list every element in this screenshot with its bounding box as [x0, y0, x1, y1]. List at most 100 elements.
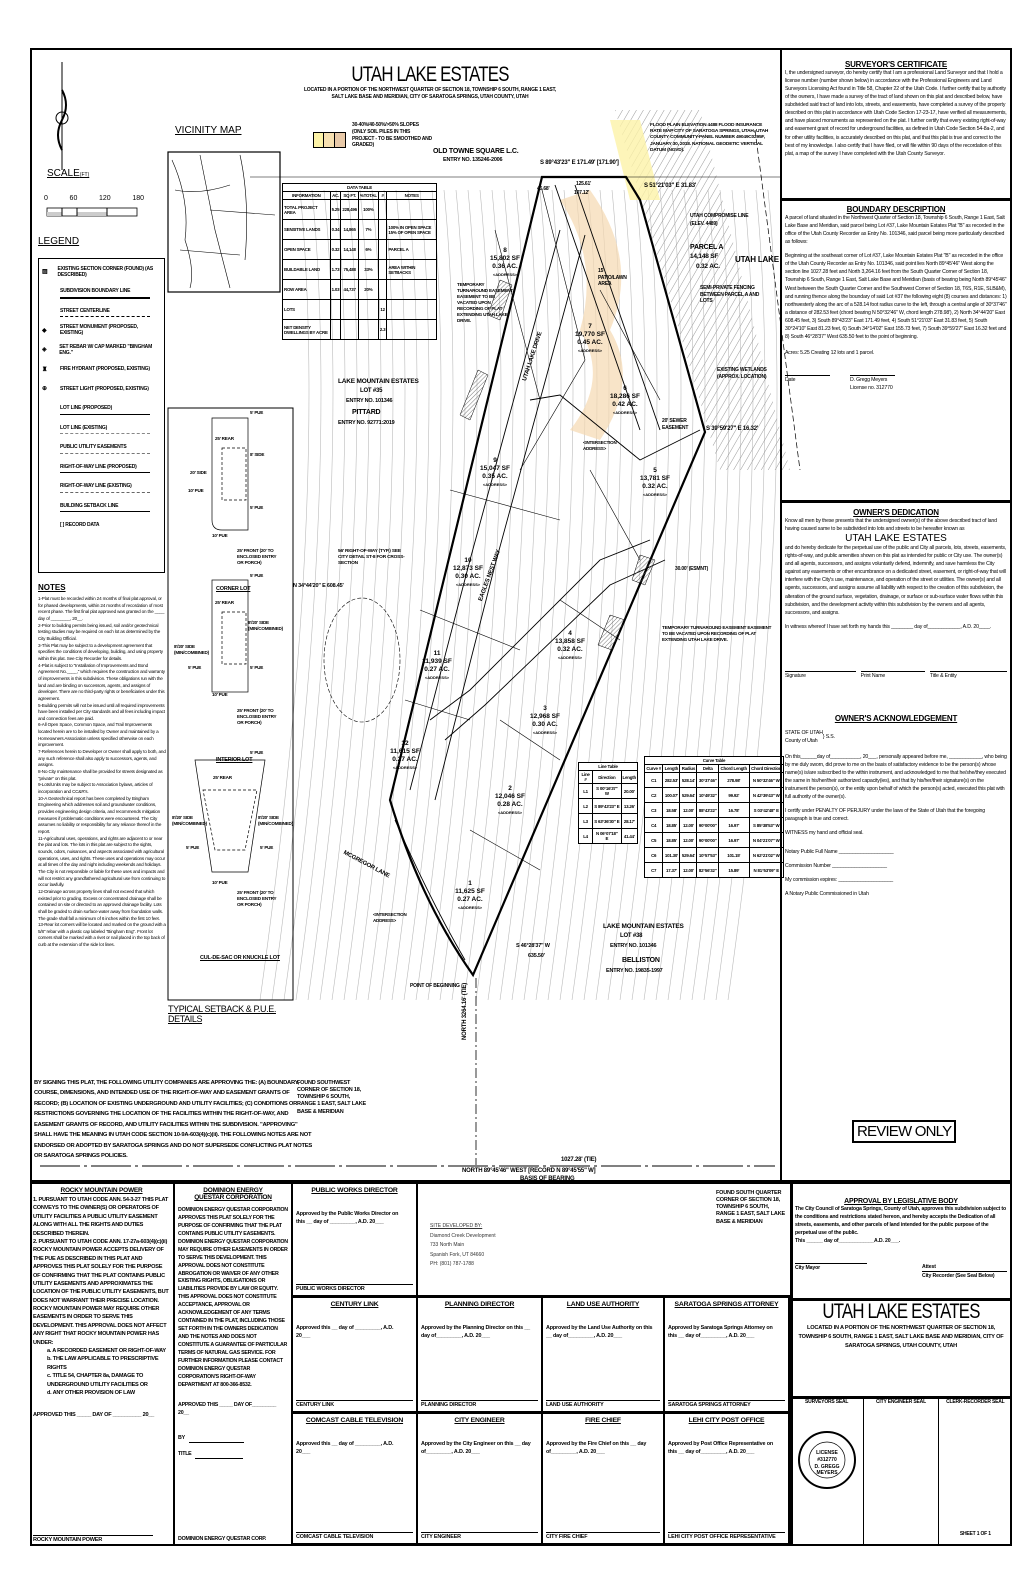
parcel-area: 14,148 SF [690, 253, 719, 260]
lot-label[interactable]: 513,781 SF0.32 AC.<ADDRESS> [640, 467, 670, 497]
table-cell: OPEN SPACE [282, 239, 331, 260]
scale-tick: 60 [69, 195, 78, 202]
slopes-legend-text: 30-40%/40-50%/>50% SLOPES (ONLY SOIL PIL… [352, 122, 432, 149]
dominion-title: DOMINION ENERGY [203, 1187, 263, 1194]
table-cell: S 00°16'37" W [592, 783, 622, 799]
lot-label[interactable]: 915,047 SF0.35 AC.<ADDRESS> [480, 457, 510, 487]
scale-tick: 180 [132, 195, 144, 202]
scale-label: SCALE(FT) [47, 168, 89, 179]
dimension: 125.61' [576, 181, 592, 187]
lot-label[interactable]: 212,046 SF0.28 AC.<ADDRESS> [495, 785, 525, 815]
approval-block: LAND USE AUTHORITY Approved by the Land U… [543, 1298, 665, 1414]
approval-signature-line[interactable]: LEHI CITY POST OFFICE REPRESENTATIVE [668, 1531, 785, 1541]
clerk-recorder-seal-label: CLERK-RECORDER SEAL [946, 1399, 1005, 1405]
table-cell: 228,496 [340, 199, 359, 220]
setback-diagrams [167, 407, 294, 1001]
dominion-by-line[interactable] [188, 1435, 244, 1444]
table-cell: L1 [577, 783, 594, 799]
table-cell: 44,737 [340, 279, 359, 300]
legend-item: ▨EXISTING SECTION CORNER (FOUND) (AS DES… [42, 262, 161, 282]
setback-side_comb-label: 8'/20' SIDE (MIN/COMBINED) [174, 644, 209, 655]
note-item: 2-Prior to building permits being issued… [38, 622, 161, 641]
table-cell: 33% [357, 259, 379, 280]
approval-text: Approved by the Fire Chief on this __ da… [546, 1441, 647, 1456]
lot-num: 7 [588, 323, 592, 330]
commission-number-field[interactable]: Commission Number ____________________ [785, 862, 887, 869]
developer-name: Diamond Creek Development [430, 1232, 496, 1239]
legend-line-sample [60, 316, 150, 317]
table-cell: BUILDABLE LAND [282, 259, 331, 280]
slope-swatch-40-50 [324, 132, 335, 148]
lot-label[interactable]: 312,968 SF0.30 AC.<ADDRESS> [530, 705, 560, 735]
table-cell: ROW AREA [282, 279, 331, 300]
notary-name-field[interactable]: Notary Public Full Name ________________… [785, 848, 894, 855]
dedication-witness: In witness whereof I have set forth my h… [785, 623, 992, 630]
table-cell [377, 239, 388, 260]
approval-signature-line[interactable]: CITY FIRE CHIEF [546, 1531, 660, 1541]
approval-block: COMCAST CABLE TELEVISION Approved this __… [293, 1414, 418, 1546]
setback-pue10-label: 10' PUE [212, 880, 228, 885]
approval-text: Approved by the Land Use Authority on th… [546, 1325, 653, 1340]
table-cell: N 04°21'07" W [748, 832, 784, 848]
lot-label[interactable]: 413,858 SF0.32 AC.<ADDRESS> [555, 630, 585, 660]
lot-ac: 0.42 AC. [612, 401, 638, 408]
lot-label[interactable]: 111,625 SF0.27 AC.<ADDRESS> [455, 880, 485, 910]
lot-label[interactable]: 618,286 SF0.42 AC.<ADDRESS> [610, 385, 640, 415]
table-cell: 100.07' [662, 787, 681, 803]
column-header: Direction [592, 770, 622, 784]
subdivision-boundary [388, 175, 707, 978]
approval-signature-line[interactable]: CITY ENGINEER [421, 1531, 538, 1541]
neighbor-entry: ENTRY NO. 92771:2019 [338, 420, 395, 426]
fencing-note: SEMI-PRIVATE FENCING BETWEEN PARCEL A AN… [700, 285, 760, 304]
table-cell [357, 319, 379, 340]
lot-num: 2 [508, 785, 512, 792]
approval-signature-line[interactable]: PUBLIC WORKS DIRECTOR [296, 1283, 413, 1293]
lot-addr: <ADDRESS> [533, 730, 558, 735]
rmp-c: c. TITLE 54, CHAPTER 8a, DAMAGE TO UNDER… [47, 1373, 148, 1388]
table-cell: 75,488 [340, 259, 359, 280]
table-cell [377, 279, 388, 300]
plat-location-line2: SALT LAKE BASE AND MERIDIAN, CITY OF SAR… [331, 93, 529, 100]
approval-signature-line[interactable]: PLANNING DIRECTOR [421, 1399, 538, 1409]
legend-item-label: LOT LINE (PROPOSED) [60, 405, 113, 412]
lot-label[interactable]: 719,770 SF0.45 AC.<ADDRESS> [575, 323, 605, 353]
legend-item-label: SUBDIVISION BOUNDARY LINE [60, 288, 131, 295]
table-cell [357, 299, 379, 320]
legend-item: ◈SET REBAR W/ CAP MARKED "BINGHAM ENG." [42, 340, 161, 360]
neighbor-entry: ENTRY NO. 101346 [346, 398, 393, 404]
developer-label: SITE DEVELOPED BY: [430, 1223, 483, 1229]
lot-addr: <ADDRESS> [493, 272, 518, 277]
neighbor-owner: OLD TOWNE SQUARE L.C. [433, 148, 519, 155]
legend-line-sample [60, 511, 150, 512]
setback-side_comb-label: 8'/20' SIDE (MIN/COMBINED) [248, 620, 283, 631]
dominion-title-line[interactable] [195, 1451, 244, 1460]
approval-text: Approved this __ day of _________, A.D. … [296, 1441, 394, 1456]
table-cell: 15.89' [718, 862, 750, 878]
commission-expires-field[interactable]: My commission expires: _________________… [785, 876, 894, 883]
table-cell [340, 299, 359, 320]
table-cell: 13.26' [620, 798, 639, 814]
table-cell: 529.64' [679, 847, 698, 863]
table-cell: 90°00'00" [696, 817, 719, 833]
approval-signature-line[interactable]: LAND USE AUTHORITY [546, 1399, 660, 1409]
city-recorder-line: City Recorder (See Seal Below) [922, 1271, 1007, 1280]
lot-label[interactable]: 815,802 SF0.36 AC.<ADDRESS> [490, 247, 520, 277]
turnaround-easement [631, 554, 656, 586]
approval-signature-line[interactable]: SARATOGA SPRINGS ATTORNEY [668, 1399, 785, 1409]
divider [780, 198, 1012, 201]
approval-signature-line[interactable]: COMCAST CABLE TELEVISION [296, 1531, 413, 1541]
lot-addr: <ADDRESS> [393, 765, 418, 770]
dedication-name: UTAH LAKE ESTATES [845, 533, 947, 545]
approval-signature-line[interactable]: CENTURY LINK [296, 1399, 413, 1409]
vicinity-map [167, 151, 281, 293]
rmp-approved: APPROVED THIS _____ DAY OF __________ 20… [33, 1412, 155, 1419]
